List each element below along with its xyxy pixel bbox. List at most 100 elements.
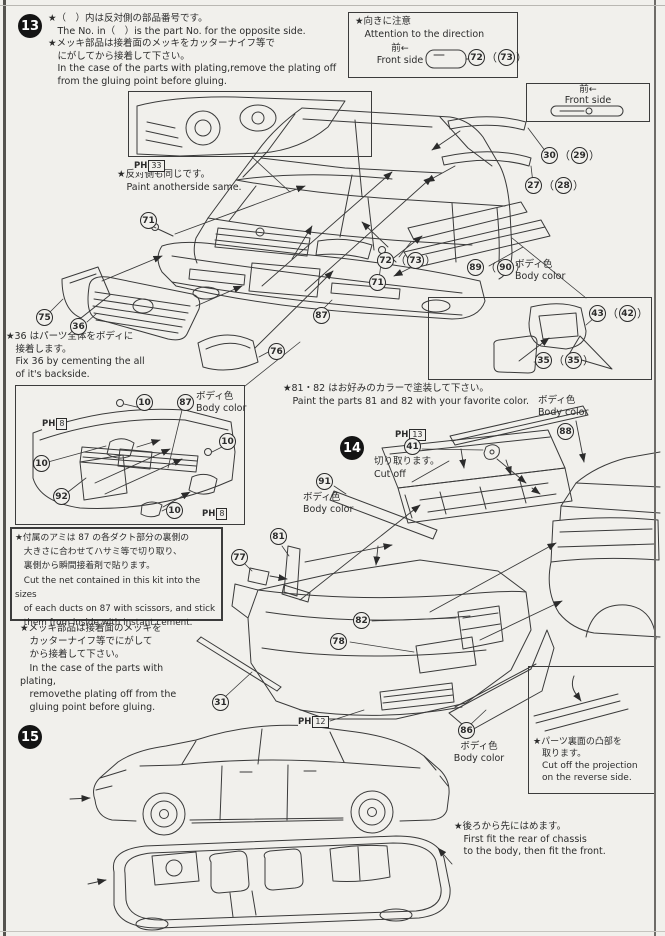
part-callout-75: 75 <box>36 309 53 326</box>
part-number-73: 73 <box>407 252 424 269</box>
mirror-detail-box <box>428 297 652 380</box>
part-number-89: 89 <box>467 259 484 276</box>
part-callout-82: 82 <box>353 612 370 629</box>
part-callout-87-box: 87 <box>177 394 194 411</box>
part-number-28: 28 <box>555 177 572 194</box>
part-number-31: 31 <box>212 694 229 711</box>
part-number-43: 43 <box>589 305 606 322</box>
lower-skirt-part-drawing <box>329 629 555 732</box>
part-callout-72-73-box: 72（73） <box>468 49 528 66</box>
ph-prefix: PH <box>42 419 56 429</box>
body-color-label-88: ボディ色 Body color <box>538 395 589 418</box>
paren: ） <box>516 51 527 64</box>
part-callout-35-35: 35（35） <box>535 352 595 369</box>
part-number-82: 82 <box>353 612 370 629</box>
part-number-10: 10 <box>166 502 183 519</box>
part-number-86: 86 <box>458 722 475 739</box>
cut-off-label: 切り取ります。 Cut off <box>374 456 440 480</box>
part-number-41: 41 <box>404 438 421 455</box>
part-number-29: 29 <box>571 147 588 164</box>
paren: （ <box>607 307 618 320</box>
ph-number: 12 <box>312 716 329 728</box>
projection-note: ★パーツ裏面の凸部を 取ります。 Cut off the projection … <box>533 737 638 783</box>
part-callout-10-bottom: 10 <box>166 502 183 519</box>
part-number-10: 10 <box>136 394 153 411</box>
part-callout-10-top: 10 <box>136 394 153 411</box>
page-top-edge <box>0 5 665 6</box>
part-number-71: 71 <box>369 274 386 291</box>
paren: ） <box>583 354 594 367</box>
projection-cut-drawing <box>533 675 629 732</box>
corner-piece-part-drawing <box>61 266 111 319</box>
car-front-three-quarter-drawing <box>193 107 513 280</box>
body-color-label-91: ボディ色 Body color <box>303 492 354 515</box>
part-number-27: 27 <box>525 177 542 194</box>
part-callout-77: 77 <box>231 549 248 566</box>
step13-header-note: ★（ ）内は反対側の部品番号です。 The No. in（ ）is the pa… <box>48 13 337 87</box>
part-number-78: 78 <box>330 633 347 650</box>
ph-number: 8 <box>216 508 228 520</box>
part-callout-27-28: 27（28） <box>525 177 585 194</box>
part-number-88: 88 <box>557 423 574 440</box>
paint-8182-note: ★81・82 はお好みのカラーで塗装して下さい。 Paint the parts… <box>283 383 530 407</box>
direction-note-title: ★向きに注意 Attention to the direction <box>355 16 485 40</box>
page-bottom-edge <box>0 931 665 932</box>
mirror-detail-drawing <box>493 303 613 374</box>
part-number-87: 87 <box>313 307 330 324</box>
part-callout-71-right: 71 <box>369 274 386 291</box>
headlight-detail-drawing <box>136 96 346 157</box>
part-callout-76: 76 <box>268 343 285 360</box>
clip-part-drawing <box>421 444 541 495</box>
part-number-72: 72 <box>377 252 394 269</box>
part-callout-36: 36 <box>70 318 87 335</box>
part-callout-81: 81 <box>270 528 287 545</box>
part-callout-31: 31 <box>212 694 229 711</box>
part-callout-71-left: 71 <box>140 212 157 229</box>
part-callout-86: 86 <box>458 722 475 739</box>
paren: ） <box>573 179 584 192</box>
step-14-number: 14 <box>340 436 364 460</box>
step-13-number: 13 <box>18 14 42 38</box>
step-15-number: 15 <box>18 725 42 749</box>
part-callout-91: 91 <box>316 473 333 490</box>
part-number-76: 76 <box>268 343 285 360</box>
front-side-label: 前← Front side <box>564 84 612 106</box>
paren: （ <box>559 149 570 162</box>
part-number-30: 30 <box>541 147 558 164</box>
part-number-81: 81 <box>270 528 287 545</box>
part-number-87: 87 <box>177 394 194 411</box>
part-callout-10-left: 10 <box>33 455 50 472</box>
net-note: ★付属のアミは 87 の各ダクト部分の裏側の 大きさに合わせてハサミ等で切り取り… <box>15 533 216 629</box>
part-number-10: 10 <box>219 433 236 450</box>
fix36-note: ★36 はパーツ全体をボディに 接着します。 Fix 36 by cementi… <box>6 331 145 380</box>
ph-prefix: PH <box>298 717 312 727</box>
lower-strip-part-drawing <box>196 636 282 697</box>
body-color-label-86: ボディ色 Body color <box>453 741 505 764</box>
front-side-box <box>526 83 650 122</box>
part-callout-87: 87 <box>313 307 330 324</box>
paren: ） <box>589 149 600 162</box>
side-spoiler-strip-drawing <box>329 460 450 566</box>
step13-leader-lines <box>49 127 587 387</box>
chassis-drawing <box>87 835 453 931</box>
paren: ） <box>515 261 526 274</box>
paren: （ <box>543 179 554 192</box>
headlamp-part-drawing <box>197 334 259 371</box>
bracket-parts-drawing <box>243 543 393 603</box>
part-number-73: 73 <box>498 49 515 66</box>
front-strip-part-drawing <box>550 105 624 117</box>
part-number-90: 90 <box>497 259 514 276</box>
part-callout-72-73: 72（73） <box>377 252 437 269</box>
net-note-box <box>10 527 223 621</box>
paren: （ <box>553 354 564 367</box>
bumper-detail-box <box>15 385 245 525</box>
direction-front-label: 前← Front side <box>376 43 424 66</box>
paren: ） <box>425 254 436 267</box>
step13-assembly-arrows <box>101 130 461 349</box>
part-number-91: 91 <box>316 473 333 490</box>
ph-prefix: PH <box>134 161 148 171</box>
page-right-edge <box>654 0 656 936</box>
